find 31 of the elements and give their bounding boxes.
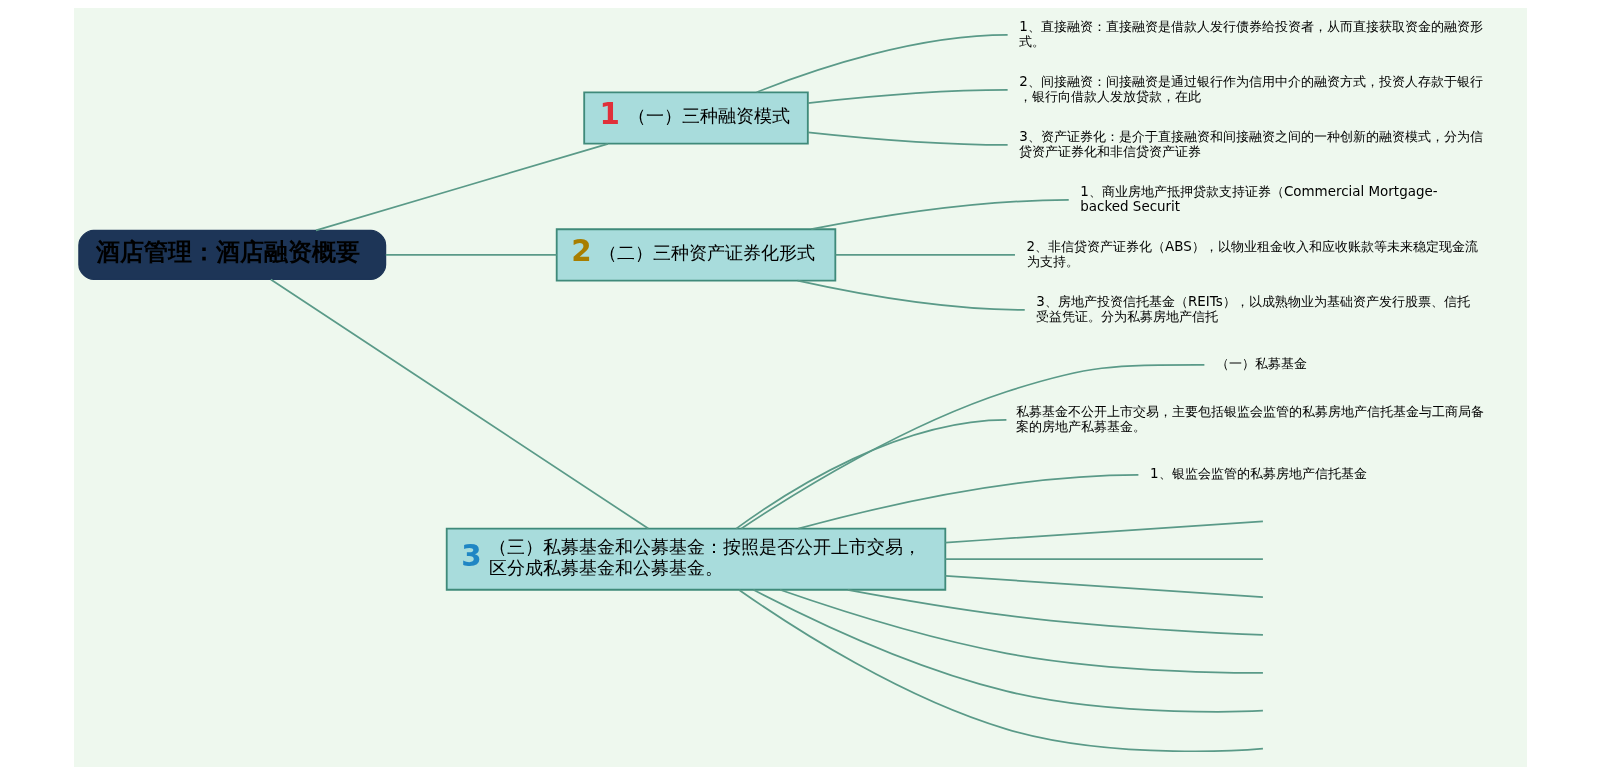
node-text: 3、资产证券化：是介于直接融资和间接融资之间的一种创新的融资模式，分为信贷资产证券化和非信贷资产证券 [1019,129,1483,159]
connector [797,474,1140,530]
node-box: 酒店管理：酒店融资概要 [78,229,387,280]
node-box: 1 （一）三种融资模式 [583,91,809,145]
connector [740,364,1206,530]
node-text: 1、银监会监管的私募房地产信托基金 [1150,466,1367,482]
node-text: 3、房地产投资信托基金（REITs），以成熟物业为基础资产发行股票、信托受益凭证。分为私募房地产信托 [1036,293,1470,324]
connector [810,199,1070,231]
connector [944,574,1264,598]
connector [384,254,558,256]
connector [779,588,1264,674]
connector [796,279,1026,311]
connector [738,589,1264,753]
connector [735,419,1008,530]
node-text: （一）私募基金 [1215,356,1307,372]
connector [752,589,1264,713]
connector [944,520,1264,544]
node-text: 2、非信贷资产证券化（ABS），以物业租金收入和应收账款等未来稳定现金流为支持。 [1026,239,1478,269]
node-box: 2 （二）三种资产证券化形式 [555,228,837,282]
connector [846,588,1264,636]
node-text: 2、间接融资：间接融资是通过银行作为信用中介的融资方式，投资人存款于银行，银行向借款人发放贷款，在此 [1019,74,1483,104]
node-text: 1、直接融资：直接融资是借款人发行债券给投资者，从而直接获取资金的融资形式。 [1019,19,1483,49]
connector [755,34,1009,94]
node-text: 私募基金不公开上市交易，主要包括银监会监管的私募房地产信托基金与工商局备案的房地产私募基金。 [1016,403,1485,434]
connector [944,558,1264,561]
connector [807,131,1009,146]
connector [834,254,1016,256]
node-text: 1、商业房地产抵押贷款支持证券（Commercial Mortgage-backed Securit [1080,184,1438,214]
connector [315,142,609,232]
connector [807,89,1009,104]
connector [269,278,650,530]
